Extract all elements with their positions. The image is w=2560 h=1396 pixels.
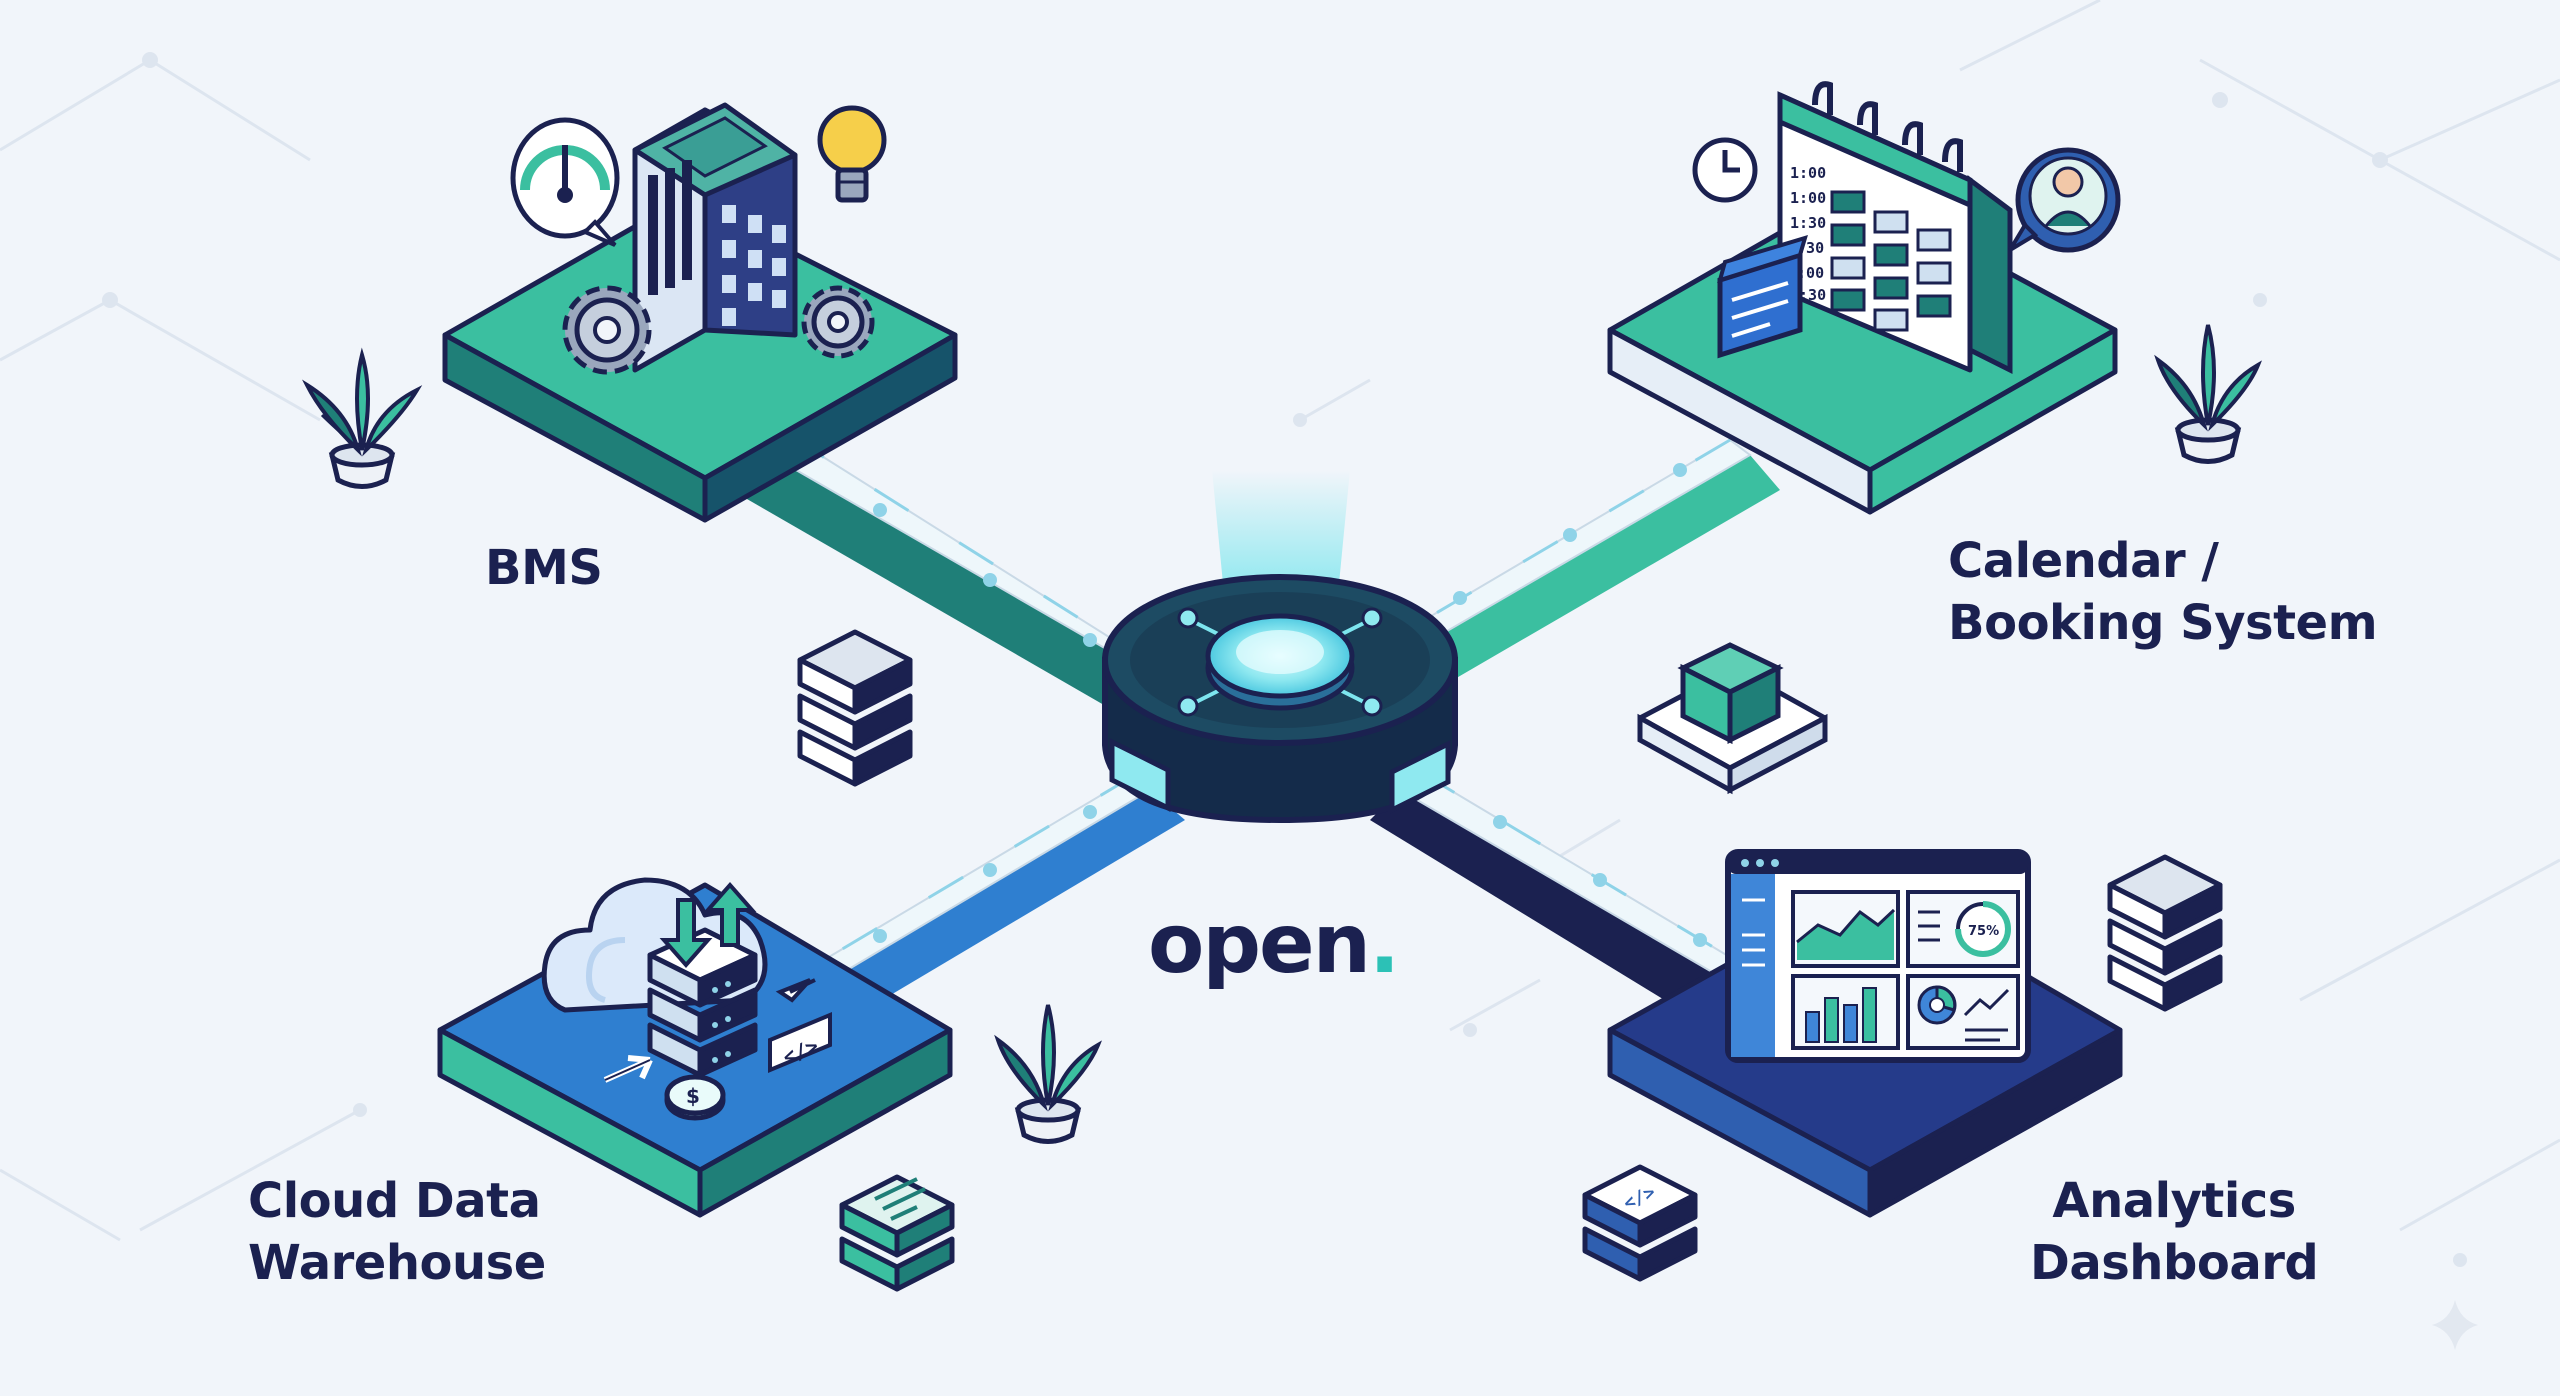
arrow-up-icon: [703, 881, 757, 947]
calendar-label: Calendar / Booking System: [1948, 530, 2378, 654]
calendar-icon: 1:00 1:00 1:30 2:30 2:00 1:30: [1777, 81, 2013, 375]
coin-icon: $: [664, 1074, 726, 1121]
cloud-label: Cloud Data Warehouse: [248, 1170, 546, 1294]
calendar-platform: 1:00 1:00 1:30 2:30 2:00 1:30: [1607, 81, 2121, 515]
connector-cloud: [768, 773, 1185, 1040]
calendar-time: 1:00: [1790, 189, 1826, 207]
user-avatar-icon: [2008, 147, 2121, 253]
sparkle-icon: [2432, 1300, 2478, 1350]
server-stack-icon: [647, 927, 758, 1078]
calendar-time: 1:30: [1790, 214, 1826, 232]
dashboard-window-icon: 75%: [1725, 849, 2031, 1063]
background-network: [0, 0, 2560, 1242]
svg-text:$: $: [686, 1084, 700, 1108]
brand-dot: .: [1369, 897, 1400, 992]
package-box-icon: [1637, 642, 1828, 795]
plant-icon: [994, 1004, 1102, 1144]
gauge-percent: 75%: [1968, 924, 1999, 939]
cloud-label-line: Cloud Data: [248, 1173, 541, 1229]
bms-label-line: BMS: [485, 540, 603, 596]
calendar-label-line: Calendar /: [1948, 533, 2219, 589]
bms-platform: [442, 102, 958, 523]
calendar-time: 1:00: [1790, 164, 1826, 182]
gauge-icon: [510, 117, 620, 247]
brand-text: open: [1148, 897, 1371, 992]
gear-icon: [801, 285, 875, 359]
plant-icon: [302, 347, 423, 489]
central-hub: [1102, 470, 1458, 824]
server-stack-icon: [2107, 854, 2223, 1012]
bms-label: BMS: [485, 537, 603, 599]
analytics-label-line: Analytics: [2052, 1173, 2296, 1229]
brand-logo: open.: [1148, 895, 1400, 995]
document-stack-icon: [839, 1174, 955, 1292]
calendar-label-line: Booking System: [1948, 595, 2378, 651]
code-block-stack-icon: </>: [1582, 1164, 1698, 1282]
arrow-right-icon: [603, 1055, 653, 1083]
background-dots: [102, 52, 2467, 1267]
plant-icon: [2154, 324, 2262, 464]
building-icon: [632, 102, 798, 373]
cloud-platform: </> $: [437, 877, 953, 1218]
analytics-label-line: Dashboard: [2030, 1235, 2319, 1291]
analytics-platform: 75%: [1607, 849, 2123, 1218]
document-icon: [1717, 235, 1808, 359]
arrow-down-icon: [659, 898, 713, 969]
gear-icon: [562, 285, 652, 375]
lightbulb-icon: [817, 105, 887, 203]
cloud-label-line: Warehouse: [248, 1235, 546, 1291]
arrow-left-icon: [775, 978, 816, 1003]
server-stack-icon: [797, 629, 913, 787]
analytics-label: Analytics Dashboard: [2030, 1170, 2319, 1294]
clock-icon: [1692, 137, 1758, 203]
